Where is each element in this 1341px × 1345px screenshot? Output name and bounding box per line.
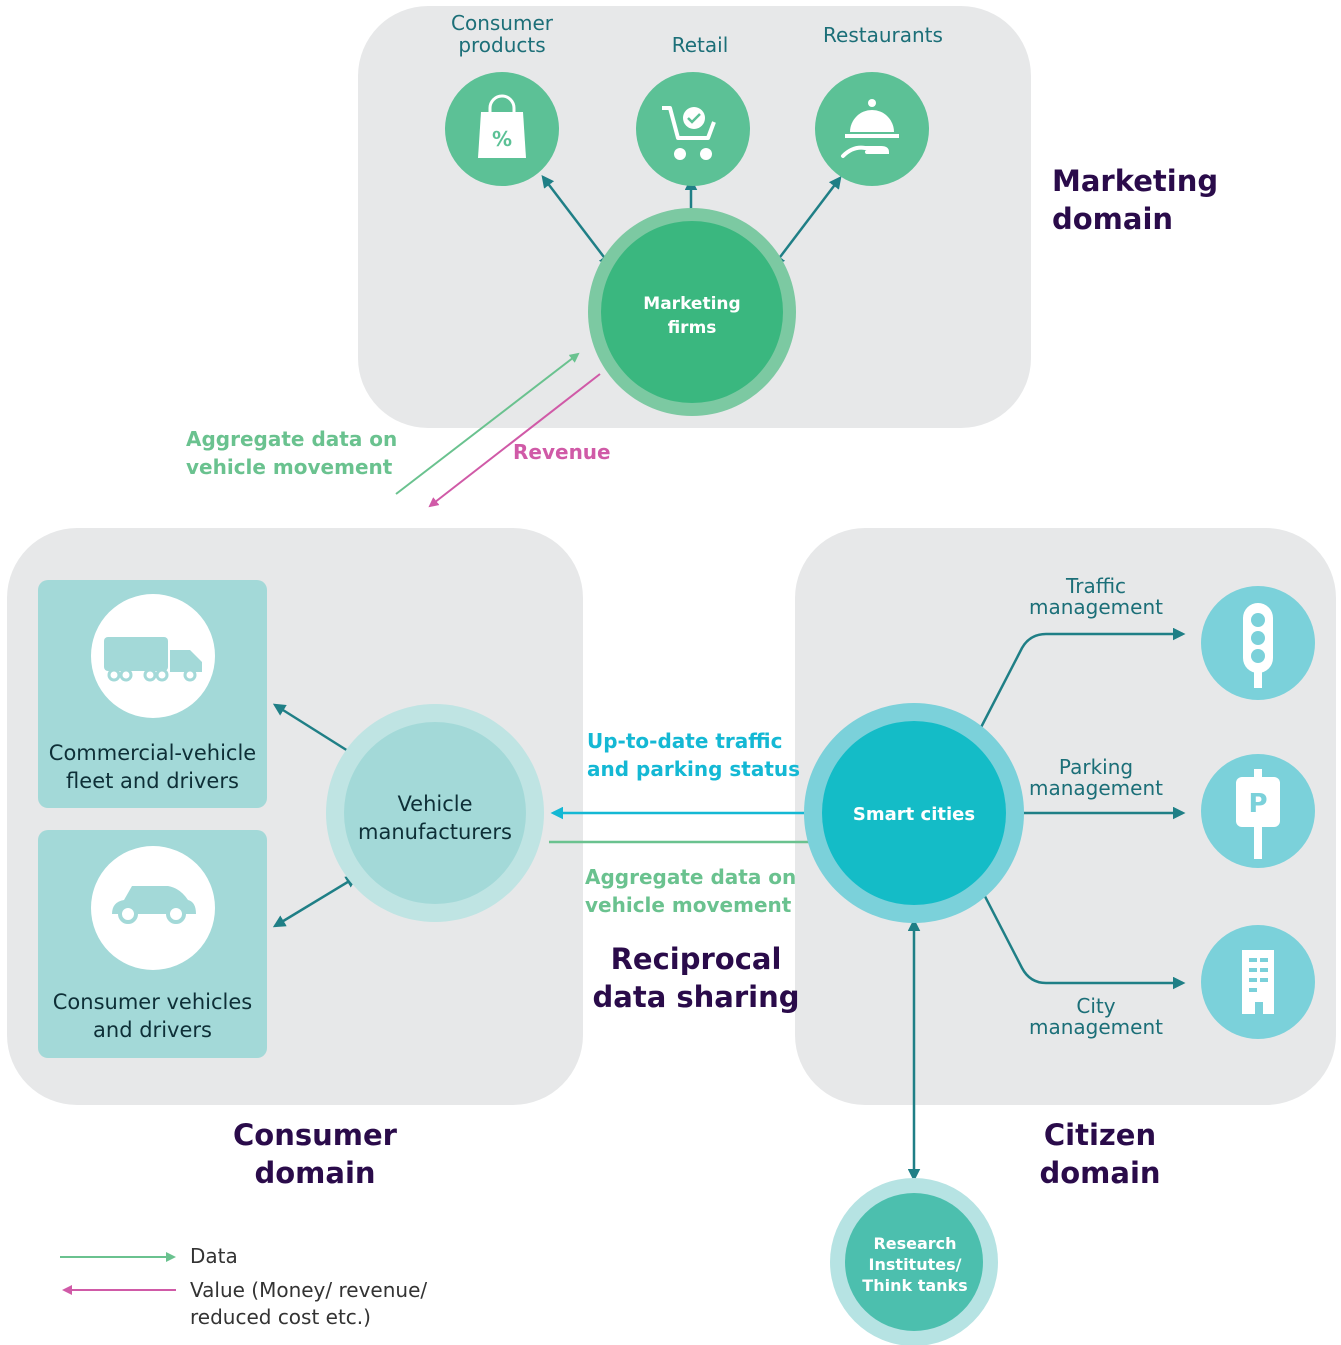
retail-label: Retail [671, 33, 729, 57]
serving-cloche-icon [841, 99, 899, 158]
commercial-fleet-label: Commercial-vehicle fleet and drivers [48, 741, 257, 793]
reciprocal-title: Reciprocal data sharing [592, 942, 800, 1014]
parking-sign-icon: P [1236, 769, 1280, 859]
restaurants-label: Restaurants [823, 23, 943, 47]
parking-management-label: Parking management [1029, 755, 1163, 800]
consumer-domain-title: Consumer domain [233, 1118, 397, 1190]
smart-cities-label: Smart cities [852, 804, 976, 825]
legend-value-label: Value (Money/ revenue/ reduced cost etc.… [190, 1278, 428, 1329]
research-institutes-label: Research Institutes/ Think tanks [862, 1234, 968, 1295]
svg-text:%: % [492, 127, 512, 151]
aggregate-data-label-mid: Aggregate data on vehicle movement [585, 865, 797, 917]
revenue-label: Revenue [513, 440, 611, 464]
traffic-light-icon [1243, 603, 1273, 688]
svg-text:P: P [1248, 789, 1267, 819]
truck-icon [104, 637, 202, 682]
marketing-domain-title: Marketing domain [1052, 164, 1219, 236]
shopping-cart-icon [662, 106, 716, 160]
traffic-management-label: Traffic management [1029, 574, 1163, 619]
car-icon [112, 886, 196, 924]
aggregate-data-label-top: Aggregate data on vehicle movement [186, 427, 398, 479]
consumer-products-label: Consumer products [451, 11, 553, 57]
marketing-firms-label: Marketing firms [643, 294, 741, 338]
research-node [845, 1193, 983, 1331]
shopping-bag-percent-icon: % [478, 94, 526, 158]
building-icon [1242, 950, 1274, 1014]
legend-data-label: Data [190, 1244, 238, 1268]
consumer-vehicles-label: Consumer vehicles and drivers [52, 990, 253, 1042]
city-management-label: City management [1029, 994, 1163, 1039]
smart-cities-node [822, 721, 1006, 905]
citizen-domain-title: Citizen domain [1039, 1118, 1161, 1190]
retail-node [636, 72, 750, 186]
vehicle-manufacturers-label: Vehicle manufacturers [358, 792, 512, 844]
vehicle-manufacturers-node [344, 722, 526, 904]
uptodate-status-label: Up-to-date traffic and parking status [587, 729, 801, 781]
marketing-firms-node [601, 221, 783, 403]
